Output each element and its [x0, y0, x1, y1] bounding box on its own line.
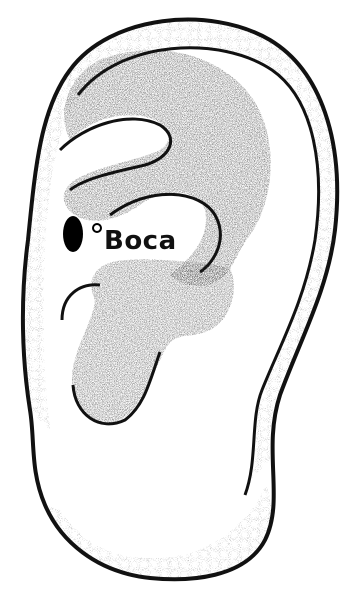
boca-point-dot — [93, 224, 101, 232]
boca-label: Boca — [104, 228, 177, 254]
lobe-shading — [45, 485, 272, 579]
boca-point-marker — [63, 216, 83, 252]
